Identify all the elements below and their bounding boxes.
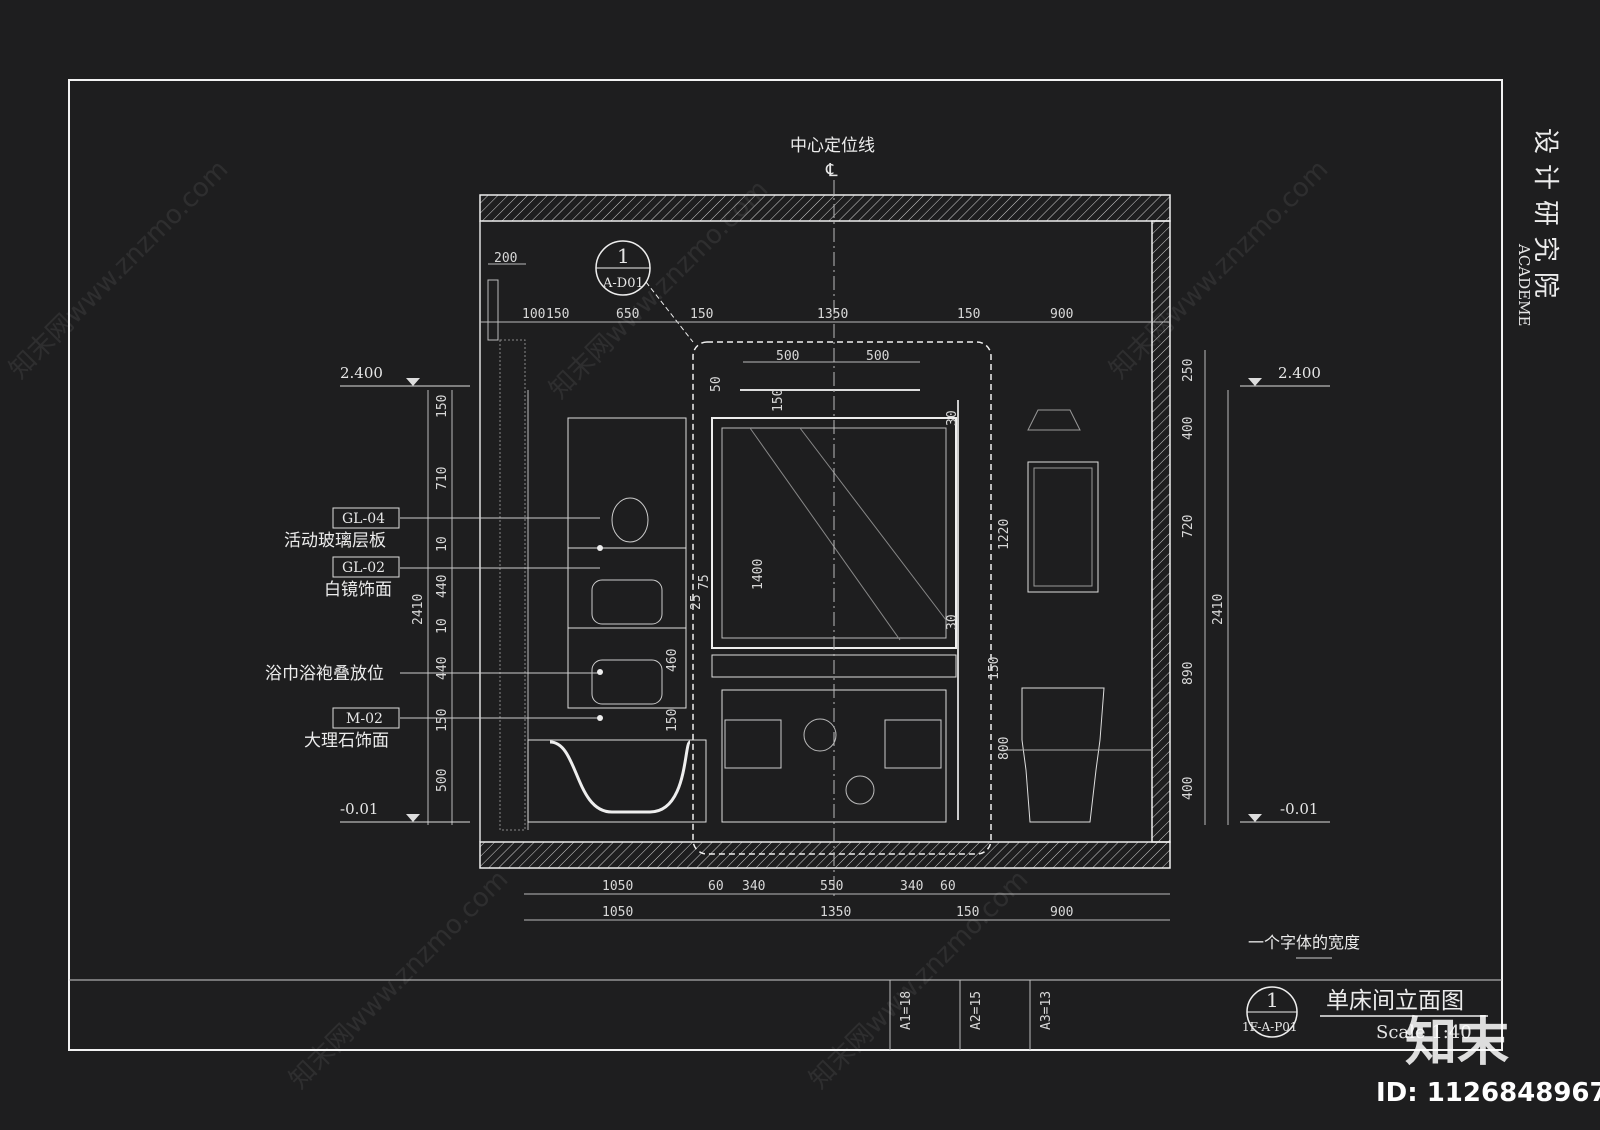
dim-bottom1-0: 1050	[602, 879, 633, 894]
center-line-label: 中心定位线	[790, 136, 875, 156]
level-marker-bottom-left	[340, 814, 470, 823]
dim-left-6: 150	[435, 709, 450, 732]
inner-dims: 50 150 1400 75 25 460 150 30 30 1220 150…	[665, 376, 1012, 760]
text-height-a2: A2=15	[969, 991, 984, 1030]
dim-inner-11: 800	[997, 737, 1012, 760]
annotation-code-gl02: GL-02	[342, 560, 385, 576]
annotation-text-gl04: 活动玻璃层板	[284, 531, 386, 551]
watermark-text-1: 知末网www.znzmo.com	[4, 154, 235, 385]
dim-inner-5: 460	[665, 649, 680, 672]
dim-bottom1-4: 340	[900, 879, 923, 894]
watermark-text-3: 知末网www.znzmo.com	[1104, 154, 1335, 385]
toilet	[1021, 687, 1105, 823]
dim-bottom1-1: 60	[708, 879, 724, 894]
dim-right-4: 400	[1181, 777, 1196, 800]
dim-left-5: 440	[435, 657, 450, 680]
dim-bottom1-3: 550	[820, 879, 843, 894]
dim-right-total: 2410	[1211, 594, 1226, 625]
dim-left-2: 10	[435, 536, 450, 552]
dim-top-7: 900	[1050, 307, 1073, 322]
level-marker-top-right	[1240, 378, 1330, 387]
dim-left-0: 150	[435, 395, 450, 418]
dim-bottom1-5: 60	[940, 879, 956, 894]
dim-top-5: 1350	[817, 307, 848, 322]
dim-bottom2-3: 900	[1050, 905, 1073, 920]
level-top-right: 2.400	[1278, 364, 1321, 382]
wall-niche	[1027, 461, 1099, 593]
dim-mirror-0: 500	[776, 349, 799, 364]
dim-right-2: 720	[1181, 515, 1196, 538]
dim-inner-8: 30	[945, 614, 960, 630]
annotation-box-m02	[332, 707, 400, 729]
dim-right-0: 250	[1181, 359, 1196, 382]
bathtub	[527, 739, 707, 823]
right-vertical-dims: 250 400 720 890 400 2410	[1181, 359, 1226, 800]
dim-left-total: 2410	[411, 594, 426, 625]
dim-inner-4: 25	[689, 594, 704, 610]
level-marker-top-left	[340, 378, 470, 387]
watermark-brand: 知末	[1405, 1013, 1509, 1073]
dim-top-3: 650	[616, 307, 639, 322]
text-height-a3: A3=13	[1039, 991, 1054, 1030]
dim-top-2: 150	[546, 307, 569, 322]
dim-left-7: 500	[435, 769, 450, 792]
annotation-text-m02: 大理石饰面	[304, 731, 389, 751]
dim-mirror-1: 500	[866, 349, 889, 364]
level-bottom-left: -0.01	[340, 800, 378, 818]
drawing-frame	[68, 79, 1503, 1051]
detail-callout-sheet: A-D01	[602, 276, 644, 291]
dim-bottom2-2: 150	[956, 905, 979, 920]
dim-inner-0: 50	[709, 376, 724, 392]
dim-inner-10: 150	[987, 657, 1002, 680]
dim-left-1: 710	[435, 467, 450, 490]
title-drawing-ref: 1F-A-P01	[1242, 1020, 1298, 1034]
floor-slab	[479, 841, 1171, 869]
annotation-box-gl04	[332, 507, 400, 529]
dim-inner-3: 75	[697, 574, 712, 590]
center-line-symbol: ℄	[825, 160, 838, 181]
dim-left-4: 10	[435, 618, 450, 634]
drawing-title: 单床间立面图	[1326, 988, 1464, 1014]
detail-region	[692, 341, 992, 855]
watermark-id: ID: 1126848967	[1376, 1078, 1600, 1108]
dim-top-4: 150	[690, 307, 713, 322]
annotation-text-towel: 浴巾浴袍叠放位	[265, 664, 384, 684]
right-wall	[1151, 220, 1171, 843]
studio-name: 设计研究院	[1530, 128, 1560, 308]
dim-bottom1-2: 340	[742, 879, 765, 894]
annotation-code-gl04: GL-04	[342, 511, 385, 527]
dim-right-3: 890	[1181, 662, 1196, 685]
dim-inner-7: 30	[945, 410, 960, 426]
dim-inner-9: 1220	[997, 519, 1012, 550]
glass-shelf-unit	[567, 417, 687, 709]
dim-top-1: 100	[522, 307, 545, 322]
dim-left-3: 440	[435, 575, 450, 598]
level-marker-bottom-right	[1240, 814, 1330, 823]
dim-bottom2-1: 1350	[820, 905, 851, 920]
dim-inner-6: 150	[665, 709, 680, 732]
watermark-layer: 知末网www.znzmo.com 知末网www.znzmo.com 知末网www…	[4, 154, 1335, 1095]
dim-top-0: 200	[494, 251, 517, 266]
left-vertical-dims: 150 710 10 440 10 440 150 500 2410	[411, 395, 450, 792]
detail-callout-number: 1	[617, 244, 630, 268]
drawing-scale: Scale 1:40	[1376, 1022, 1472, 1043]
annotation-code-m02: M-02	[346, 711, 383, 727]
dim-top-6: 150	[957, 307, 980, 322]
studio-name-en: ACADEME	[1515, 243, 1533, 326]
dim-bottom2-0: 1050	[602, 905, 633, 920]
annotation-text-gl02: 白镜饰面	[324, 580, 392, 600]
dim-right-1: 400	[1181, 417, 1196, 440]
ceiling-slab	[479, 194, 1171, 222]
font-width-note: 一个字体的宽度	[1248, 933, 1360, 952]
level-top-left: 2.400	[340, 364, 383, 382]
title-drawing-number: 1	[1266, 988, 1279, 1012]
dim-inner-1: 150	[771, 389, 786, 412]
dim-inner-2: 1400	[751, 559, 766, 590]
level-bottom-right: -0.01	[1280, 800, 1318, 818]
text-height-a1: A1=18	[899, 991, 914, 1030]
annotation-box-gl02	[332, 556, 400, 578]
